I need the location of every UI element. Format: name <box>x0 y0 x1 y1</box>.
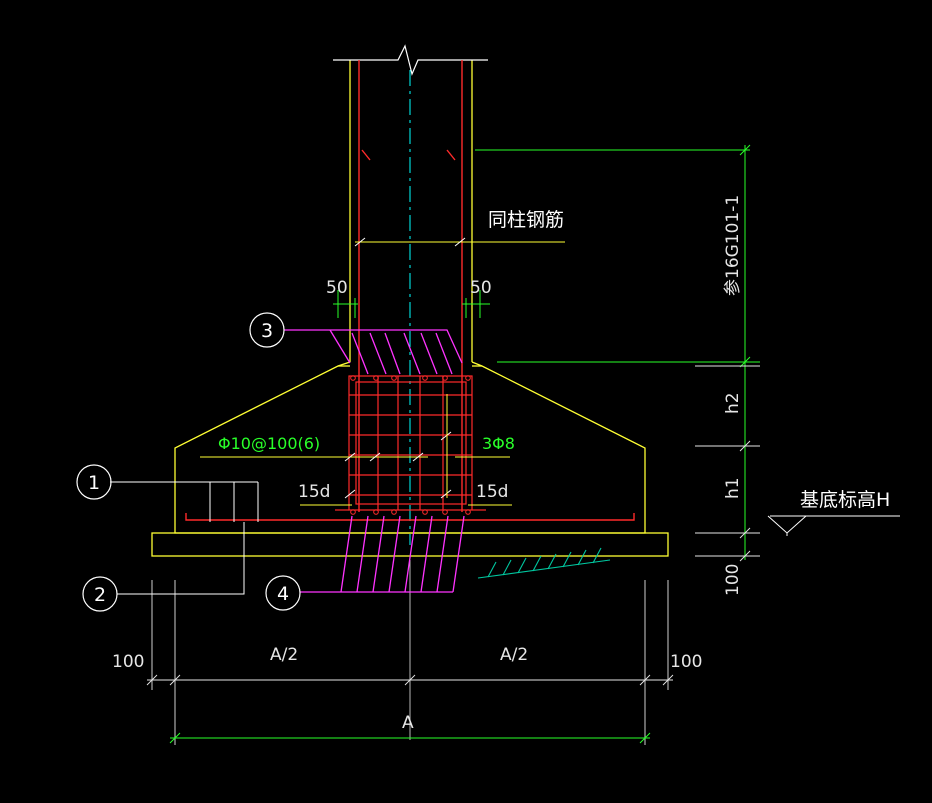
hook-right-label: 15d <box>476 482 508 502</box>
overhang-right-label: 100 <box>670 652 702 672</box>
cover-right-label: 50 <box>470 278 492 298</box>
rebar-dots <box>350 375 471 515</box>
horizontal-dimension-extensions <box>151 580 669 745</box>
cover-dimension-left <box>333 290 358 318</box>
elevation-symbol <box>767 515 900 536</box>
note-leaders <box>200 241 565 506</box>
callout-4: 4 <box>265 575 301 611</box>
total-width-label: A <box>402 713 414 733</box>
half-left-label: A/2 <box>270 645 298 665</box>
bottom-mesh-rebar <box>185 513 635 521</box>
half-right-label: A/2 <box>500 645 528 665</box>
half-width-dimension-line <box>146 674 674 686</box>
vertical-dimension-chain <box>475 144 760 560</box>
vertical-dimension-ticks <box>695 365 760 562</box>
overhang-left-label: 100 <box>112 652 144 672</box>
callout-4-label: 4 <box>277 583 289 605</box>
bottom-dowel-rebar <box>300 515 465 593</box>
callout-3-label: 3 <box>261 320 273 342</box>
column-cage <box>335 375 486 511</box>
column-outline <box>349 60 473 362</box>
h1-label: h1 <box>723 477 743 499</box>
callout-2-label: 2 <box>94 584 106 606</box>
base-elevation-label: 基底标高H <box>800 489 890 511</box>
callout-1: 1 <box>76 464 259 522</box>
column-rebar <box>358 60 463 512</box>
callout-1-label: 1 <box>88 472 100 494</box>
longitudinal-spec-label: 3Φ8 <box>482 434 515 453</box>
callout-2: 2 <box>82 522 245 612</box>
total-width-dimension-line <box>169 732 651 744</box>
soil-hatch <box>477 547 611 579</box>
top-dowel-rebar <box>329 329 463 375</box>
cover-dimension-right <box>462 290 490 318</box>
callout-3: 3 <box>249 312 330 348</box>
h2-label: h2 <box>723 392 743 414</box>
blinding-dim-label: 100 <box>723 564 743 596</box>
stirrup-spec-label: Φ10@100(6) <box>218 434 320 453</box>
cover-left-label: 50 <box>326 278 348 298</box>
break-line <box>333 44 488 76</box>
column-rebar-note: 同柱钢筋 <box>488 209 564 231</box>
anchorage-ref-label: 参16G101-1 <box>723 195 743 296</box>
hook-left-label: 15d <box>298 482 330 502</box>
leader-ticks <box>344 237 466 499</box>
